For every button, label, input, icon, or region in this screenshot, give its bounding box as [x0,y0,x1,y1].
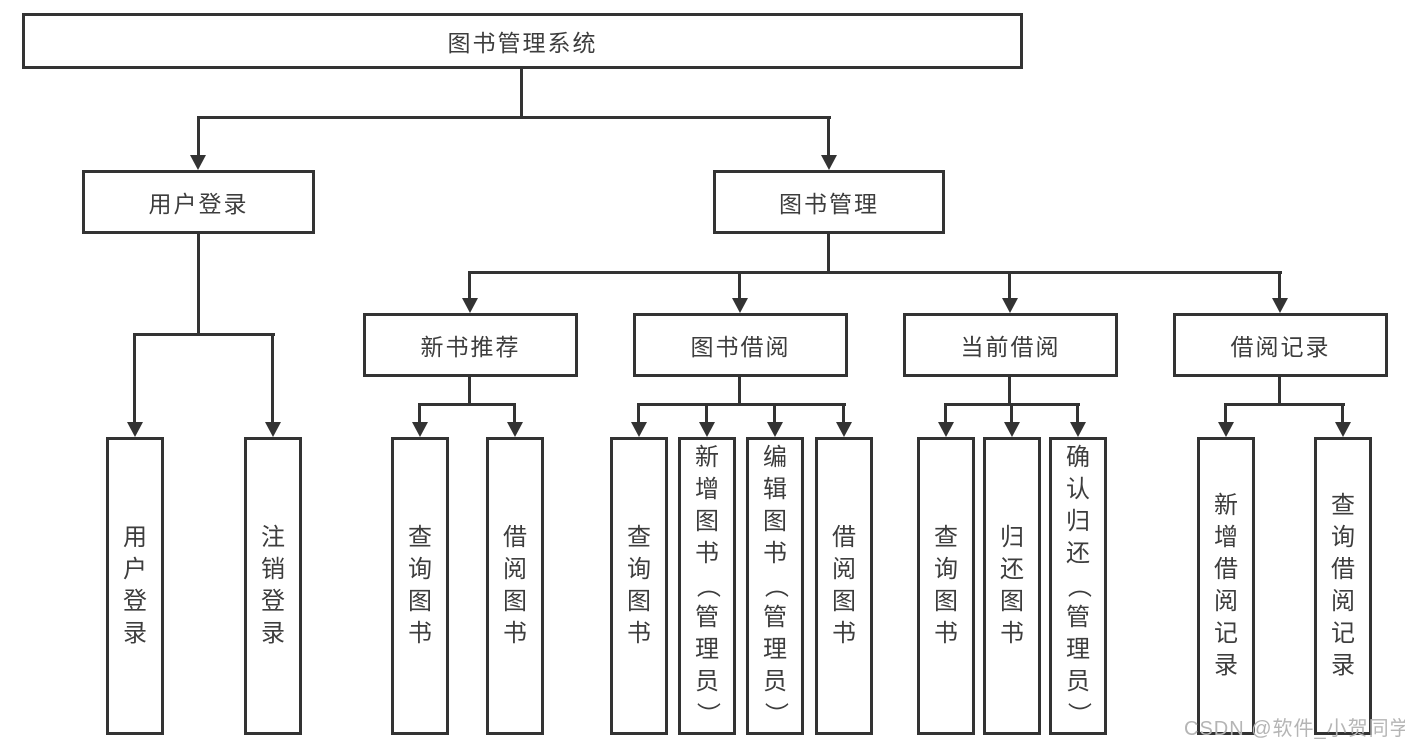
arrow-down-icon [462,298,478,313]
node-current-borrow: 当前借阅 [903,313,1118,377]
leaf-label: 确认归还（管理员） [1065,444,1092,726]
edge-line [827,116,830,157]
leaf-borrow-books: 借阅图书 [815,437,873,735]
node-book-borrow: 图书借阅 [633,313,848,377]
edge-line [773,403,776,424]
edge-line [1076,403,1079,424]
node-borrow-record: 借阅记录 [1173,313,1388,377]
leaf-query-books-borrow: 查询图书 [610,437,668,735]
leaf-label: 查询图书 [627,524,651,647]
edge-line [738,271,741,300]
leaf-logout: 注销登录 [244,437,302,735]
edge-line [468,271,471,300]
edge-line [637,403,846,406]
arrow-down-icon [836,422,852,437]
leaf-edit-books-admin: 编辑图书（管理员） [746,437,804,735]
arrow-down-icon [732,298,748,313]
leaf-query-books-recommend: 查询图书 [391,437,449,735]
leaf-label: 归还图书 [1000,524,1024,647]
edge-line [1008,377,1011,406]
leaf-label: 编辑图书（管理员） [762,444,789,726]
arrow-down-icon [412,422,428,437]
edge-line [1008,271,1011,300]
leaf-label: 用户登录 [123,524,147,647]
arrow-down-icon [767,422,783,437]
leaf-label: 查询图书 [408,524,432,647]
leaf-label: 借阅图书 [503,524,527,647]
leaf-label: 新增借阅记录 [1214,492,1238,679]
edge-line [418,403,516,406]
arrow-down-icon [190,155,206,170]
edge-line [133,333,136,424]
node-new-book-recommend: 新书推荐 [363,313,578,377]
leaf-add-borrow-record: 新增借阅记录 [1197,437,1255,735]
leaf-confirm-return-admin: 确认归还（管理员） [1049,437,1107,735]
leaf-user-login: 用户登录 [106,437,164,735]
edge-line [842,403,845,424]
arrow-down-icon [699,422,715,437]
edge-line [1010,403,1013,424]
edge-line [637,403,640,424]
edge-line [1224,403,1227,424]
edge-line [418,403,421,424]
edge-line [271,333,274,424]
edge-line [468,271,1282,274]
leaf-label: 查询借阅记录 [1331,492,1355,679]
leaf-query-borrow-record: 查询借阅记录 [1314,437,1372,735]
arrow-down-icon [1070,422,1086,437]
arrow-down-icon [821,155,837,170]
leaf-add-books-admin: 新增图书（管理员） [678,437,736,735]
node-user-login: 用户登录 [82,170,315,234]
leaf-label: 注销登录 [261,524,285,647]
leaf-label: 查询图书 [934,524,958,647]
arrow-down-icon [507,422,523,437]
leaf-return-books: 归还图书 [983,437,1041,735]
arrow-down-icon [265,422,281,437]
edge-line [705,403,708,424]
edge-line [197,234,200,336]
edge-line [1278,377,1281,406]
edge-line [1341,403,1344,424]
node-book-management: 图书管理 [713,170,945,234]
arrow-down-icon [1218,422,1234,437]
arrow-down-icon [1002,298,1018,313]
leaf-borrow-books-recommend: 借阅图书 [486,437,544,735]
arrow-down-icon [1004,422,1020,437]
node-root-library-system: 图书管理系统 [22,13,1023,69]
leaf-query-books-current: 查询图书 [917,437,975,735]
edge-line [1278,271,1281,300]
arrow-down-icon [127,422,143,437]
edge-line [513,403,516,424]
leaf-label: 借阅图书 [832,524,856,647]
arrow-down-icon [1272,298,1288,313]
edge-line [520,69,523,117]
edge-line [197,116,200,157]
edge-line [738,377,741,406]
arrow-down-icon [1335,422,1351,437]
arrow-down-icon [631,422,647,437]
edge-line [133,333,275,336]
edge-line [468,377,471,406]
edge-line [1224,403,1345,406]
edge-line [827,234,830,274]
leaf-label: 新增图书（管理员） [694,444,721,726]
edge-line [944,403,947,424]
edge-line [197,116,831,119]
arrow-down-icon [938,422,954,437]
csdn-watermark: CSDN @软件_小贺同学 [1184,718,1405,740]
